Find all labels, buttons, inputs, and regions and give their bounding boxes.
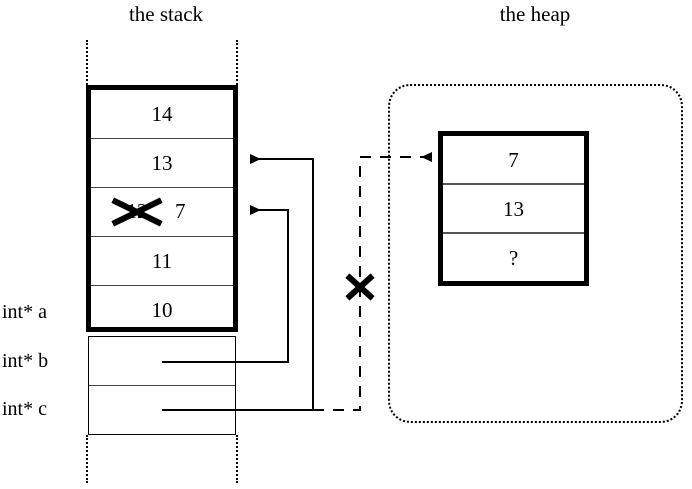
stack-title: the stack	[128, 2, 204, 26]
stack-cell-1: 13	[91, 139, 233, 188]
heap-title: the heap	[499, 2, 571, 26]
heap-cell-1: 13	[443, 185, 584, 234]
stack-frame-block: 14 13 11 10	[86, 85, 238, 332]
stack-left-rail	[86, 40, 88, 85]
stack-pointer-block	[88, 336, 236, 435]
stack-right-rail	[236, 40, 238, 85]
replacement-value: 7	[175, 199, 186, 223]
stack-pointer-cell-c	[89, 386, 235, 434]
stack-left-rail-lower	[86, 435, 88, 483]
severed-pointer-x-icon	[344, 271, 376, 303]
heap-cell-2: ?	[508, 246, 519, 270]
heap-block: 7 13 ?	[438, 131, 589, 286]
stack-cell-3: 11	[91, 237, 233, 286]
heap-cell-0: 7	[443, 136, 584, 185]
variable-label-b: int* b	[2, 350, 49, 372]
stack-right-rail-lower	[236, 435, 238, 483]
stack-pointer-cell-b	[89, 337, 235, 386]
stack-cell-4: 10	[151, 298, 173, 322]
variable-label-a: int* a	[2, 301, 47, 323]
variable-label-c: int* c	[2, 398, 47, 420]
stack-cell-0: 14	[91, 90, 233, 139]
struck-out-value: 12	[111, 196, 163, 227]
